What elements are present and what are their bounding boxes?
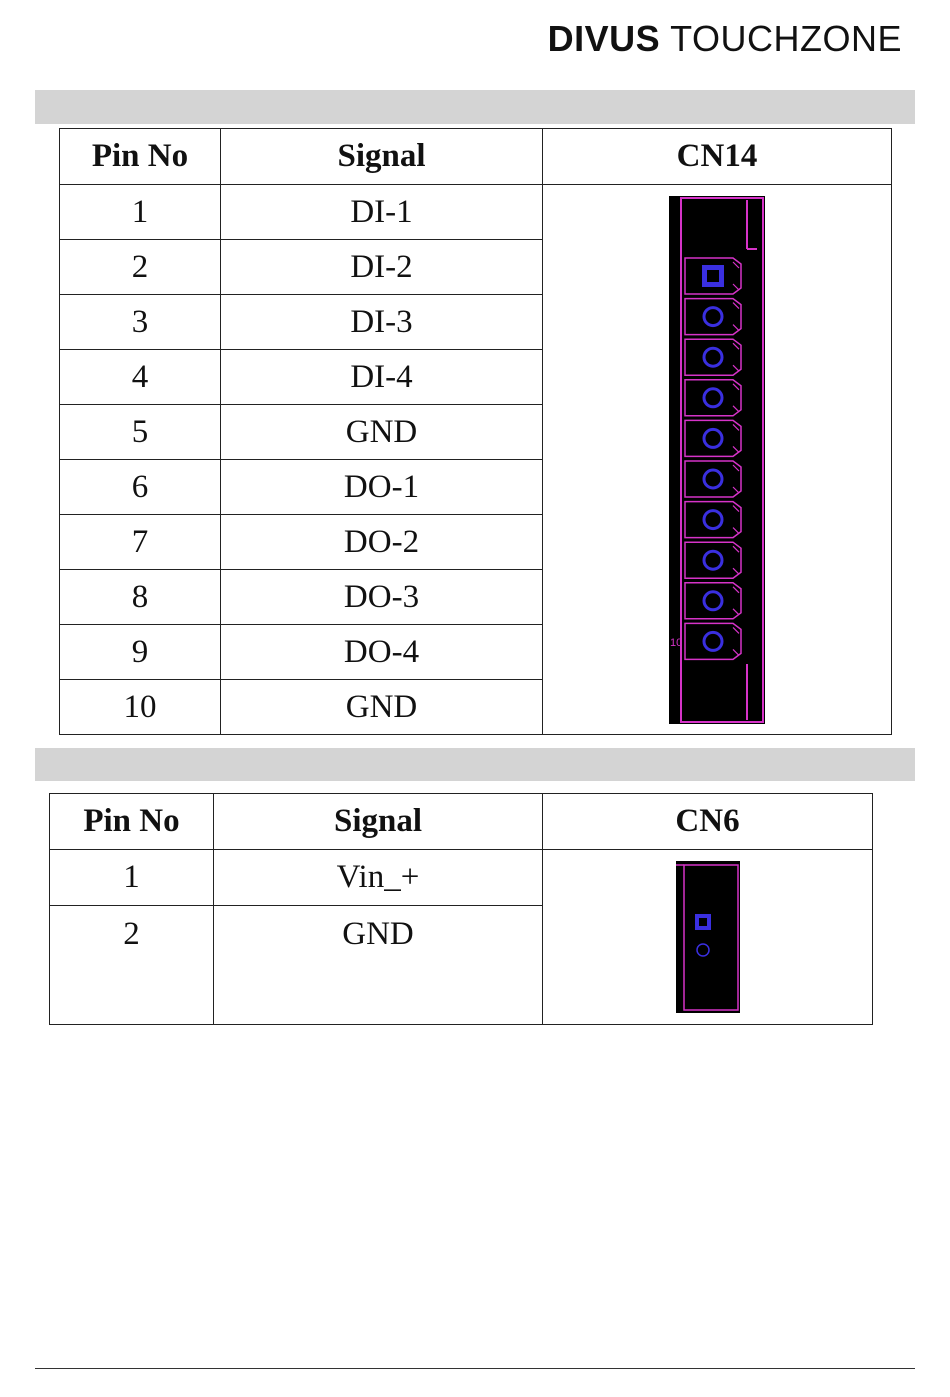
column-header-connector: CN14 [543,129,892,185]
logo-product: TOUCHZONE [670,18,902,60]
table-header-row: Pin No Signal CN14 [60,129,892,185]
cn14-pin-table: Pin No Signal CN14 1 DI-1 10 2 DI-2 3 DI… [59,128,892,735]
column-header-signal: Signal [214,794,543,850]
pin-10-label: 10 [670,637,682,649]
signal-name: DO-1 [221,460,543,515]
signal-name: GND [214,906,543,1025]
pin-number: 4 [60,350,221,405]
cn14-connector-cell: 10 [543,185,892,735]
signal-name: DO-2 [221,515,543,570]
pin-number: 6 [60,460,221,515]
cn6-pin-table: Pin No Signal CN6 1 Vin_+ 2 GND [49,793,873,1025]
table-header-row: Pin No Signal CN6 [50,794,873,850]
signal-name: GND [221,680,543,735]
pin-number: 2 [60,240,221,295]
signal-name: DI-4 [221,350,543,405]
column-header-signal: Signal [221,129,543,185]
signal-name: DI-1 [221,185,543,240]
pin-number: 1 [50,850,214,906]
signal-name: DI-3 [221,295,543,350]
divus-touchzone-logo: DIVUS TOUCHZONE [548,14,902,64]
cn14-connector-diagram: 10 [667,194,767,726]
connector-body [676,861,740,1013]
column-header-pin-no: Pin No [60,129,221,185]
pin-number: 3 [60,295,221,350]
cn6-connector-diagram [675,860,741,1014]
table-row: 1 DI-1 10 [60,185,892,240]
pin-number: 1 [60,185,221,240]
section-header-bar [35,90,915,124]
table-row: 1 Vin_+ [50,850,873,906]
section-header-bar [35,748,915,781]
column-header-pin-no: Pin No [50,794,214,850]
pin-number: 8 [60,570,221,625]
signal-name: DI-2 [221,240,543,295]
pin-number: 5 [60,405,221,460]
logo-brand: DIVUS [548,18,661,60]
footer-divider [35,1368,915,1369]
signal-name: Vin_+ [214,850,543,906]
pin-number: 10 [60,680,221,735]
pin-number: 9 [60,625,221,680]
column-header-connector: CN6 [543,794,873,850]
signal-name: DO-3 [221,570,543,625]
pin-number: 2 [50,906,214,1025]
cn6-connector-cell [543,850,873,1025]
signal-name: DO-4 [221,625,543,680]
pin-number: 7 [60,515,221,570]
signal-name: GND [221,405,543,460]
